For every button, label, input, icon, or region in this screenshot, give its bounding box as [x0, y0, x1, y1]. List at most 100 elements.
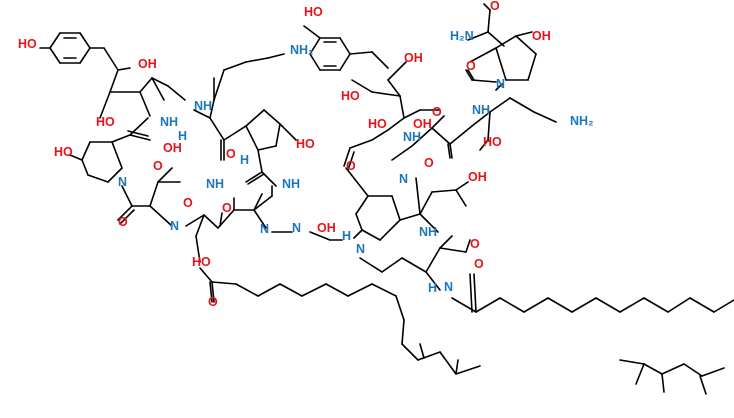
- atom-label: N: [444, 280, 453, 294]
- bond-line: [431, 127, 451, 145]
- bond-line: [193, 109, 211, 119]
- bond-line: [447, 143, 451, 159]
- atom-label: OH: [163, 141, 182, 155]
- bond-line: [267, 53, 285, 59]
- bond-line: [391, 195, 401, 221]
- atom-label: OH: [413, 117, 432, 131]
- atom-label: NH: [419, 225, 437, 239]
- atom-label: NH: [472, 103, 490, 117]
- bond-line: [449, 143, 453, 159]
- bond-line: [345, 167, 369, 197]
- atom-label: HO: [18, 37, 37, 51]
- bond-line: [139, 91, 151, 117]
- bond-line: [643, 297, 669, 313]
- bond-line: [439, 247, 467, 253]
- atom-label: O: [208, 295, 218, 309]
- bond-line: [465, 69, 473, 81]
- atom-label: O: [222, 201, 232, 215]
- bond-line: [387, 117, 405, 131]
- bond-line: [325, 283, 349, 297]
- bond-line: [347, 151, 355, 171]
- bond-line: [387, 61, 407, 81]
- bond-line: [351, 79, 373, 93]
- bond-line: [483, 3, 491, 11]
- atom-label: NH₂: [290, 43, 314, 57]
- bond-line: [355, 213, 363, 231]
- atom-label: H: [342, 229, 351, 243]
- bond-line: [151, 77, 169, 87]
- bond-line: [257, 149, 263, 173]
- atom-label: OH: [404, 51, 423, 65]
- bond-line: [347, 283, 373, 297]
- bond-line: [209, 99, 215, 119]
- bond-line: [339, 53, 351, 71]
- bond-line: [279, 123, 297, 141]
- bond-line: [213, 69, 225, 101]
- atom-label: O: [424, 156, 434, 170]
- bond-line: [515, 31, 533, 37]
- bond-line: [515, 35, 537, 55]
- bond-line: [431, 115, 445, 129]
- bond-line: [473, 273, 477, 313]
- bond-line: [661, 363, 685, 375]
- atom-label: O: [153, 159, 163, 173]
- bond-line: [245, 57, 269, 63]
- bond-line: [619, 359, 645, 365]
- bond-line: [387, 79, 401, 97]
- atom-label: O: [183, 196, 193, 210]
- bond-line: [425, 271, 441, 291]
- bond-line: [253, 209, 267, 229]
- bond-line: [217, 209, 235, 229]
- bond-line: [487, 31, 505, 47]
- bond-line: [79, 47, 91, 64]
- atom-label: OH: [138, 57, 157, 71]
- bond-line: [245, 109, 265, 127]
- bond-line: [349, 139, 373, 149]
- bond-line: [219, 212, 223, 227]
- atom-label: HO: [304, 5, 323, 19]
- bond-line: [379, 219, 401, 241]
- bond-line: [595, 297, 621, 313]
- bond-line: [279, 283, 303, 297]
- bond-line: [253, 193, 263, 211]
- bond-line: [195, 214, 205, 237]
- bond-line: [689, 297, 715, 313]
- bond-line: [235, 283, 259, 297]
- atom-label: HO: [54, 145, 73, 159]
- bond-line: [49, 47, 61, 64]
- atom-label: NH: [206, 177, 224, 191]
- bond-line: [87, 174, 109, 183]
- bond-line: [99, 91, 111, 119]
- bond-line: [401, 257, 427, 273]
- bond-line: [417, 351, 441, 361]
- atom-label: NH₂: [570, 114, 594, 128]
- atom-label: NH: [194, 99, 212, 113]
- bond-line: [301, 283, 327, 297]
- bond-line: [381, 257, 403, 273]
- atom-label: HO: [368, 117, 387, 131]
- bond-line: [455, 181, 469, 191]
- atom-label: N: [118, 175, 127, 189]
- atom-label: OH: [468, 170, 487, 184]
- bond-line: [49, 32, 61, 49]
- atom-label: H: [428, 281, 437, 295]
- bond-line: [399, 95, 405, 119]
- bond-line: [439, 351, 457, 375]
- atom-label: HO: [341, 89, 360, 103]
- atom-label: O: [470, 237, 480, 251]
- bond-line: [111, 134, 131, 143]
- bond-line: [257, 145, 277, 151]
- atom-label: O: [226, 147, 236, 161]
- bond-line: [439, 235, 453, 249]
- atom-label: N: [356, 242, 365, 256]
- bond-line: [471, 111, 491, 127]
- bond-line: [469, 273, 473, 313]
- bond-line: [667, 297, 691, 313]
- bond-line: [661, 373, 665, 393]
- bond-line: [309, 37, 321, 55]
- bond-line: [419, 343, 425, 359]
- atom-label: O: [118, 215, 128, 229]
- atom-label: O: [490, 0, 500, 13]
- bond-line: [117, 205, 133, 221]
- bond-line: [471, 79, 497, 83]
